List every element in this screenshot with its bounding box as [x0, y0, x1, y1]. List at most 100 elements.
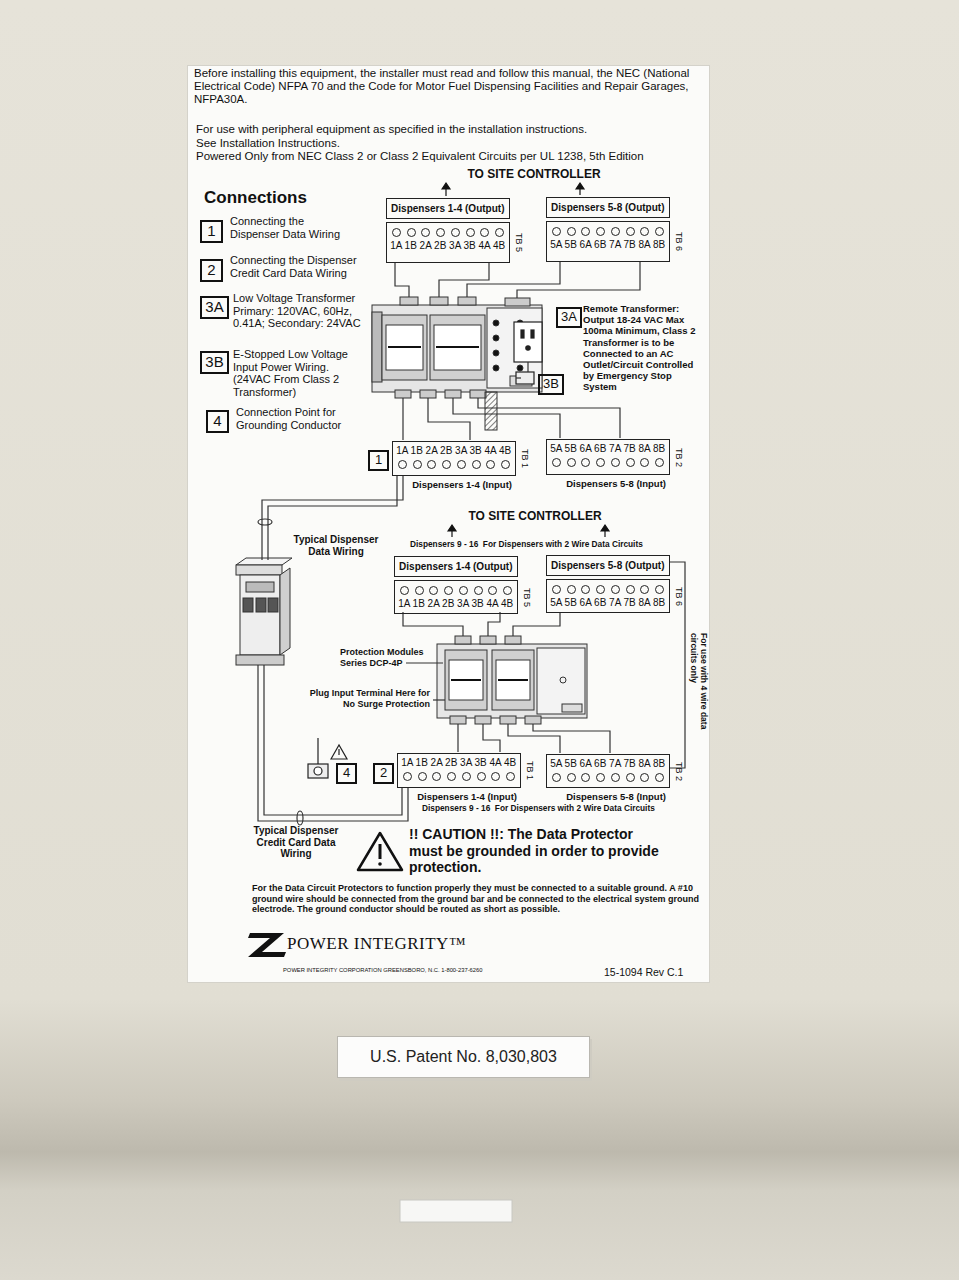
dispenser-drawing	[236, 558, 292, 665]
dispenser-side	[280, 568, 290, 655]
notice-text: Before installing this equipment, the in…	[194, 67, 706, 106]
terminal-screw-row	[397, 586, 515, 595]
callout-box: 3B	[538, 374, 564, 395]
callout-number: 4	[343, 765, 350, 781]
module-window	[496, 660, 530, 700]
terminal-strip: 5A 5B 6A 6B 7A 7B 8A 8B	[546, 754, 670, 788]
module-body	[372, 305, 542, 392]
screw-terminal	[444, 586, 453, 595]
terminal-block-id: TB 5	[513, 233, 524, 252]
screw-terminal	[459, 586, 468, 595]
terminal-group-title: Dispensers 5-8 (Output)	[551, 556, 664, 575]
ground-rod	[317, 738, 318, 764]
wire	[403, 612, 463, 636]
dispenser-body	[240, 575, 280, 655]
terminal-screw-row	[395, 460, 513, 469]
screw-terminal	[432, 772, 441, 781]
dispenser-base	[236, 655, 284, 665]
patent-label: U.S. Patent No. 8,030,803	[337, 1036, 590, 1078]
screw-terminal	[480, 228, 489, 237]
screw-terminal	[436, 228, 445, 237]
screw-terminal	[398, 460, 407, 469]
terminal-block-id: TB 1	[524, 761, 535, 780]
wire	[453, 398, 560, 438]
document-number: 15-1094 Rev C.1	[604, 966, 704, 978]
callout-number: 1	[375, 452, 382, 468]
terminal-block: Dispensers 1-4 (Output)1A 1B 2A 2B 3A 3B…	[386, 198, 526, 263]
wire	[488, 612, 500, 636]
connector	[445, 390, 461, 398]
terminal-screw-row	[549, 773, 667, 782]
wire	[402, 398, 403, 440]
callout-box: 3B	[200, 351, 229, 374]
top-protector-module	[372, 297, 542, 430]
terminal-block: 1A 1B 2A 2B 3A 3B 4A 4BDispensers 1-4 (I…	[392, 441, 532, 492]
wire	[516, 377, 521, 378]
connector	[430, 297, 448, 305]
callout-box: 2	[200, 259, 223, 282]
indicator-dot	[493, 335, 499, 341]
terminal-block: Dispensers 5-8 (Output) 5A 5B 6A 6B 7A 7B…	[546, 197, 686, 262]
transformer-note: Remote Transformer: Output 18-24 VAC Max…	[583, 303, 707, 336]
wiring-label: Typical Dispenser Data Wiring	[288, 534, 384, 557]
screw-terminal	[477, 772, 486, 781]
indicator-dot	[493, 320, 499, 326]
terminal-header-box: Dispensers 1-4 (Output)	[386, 198, 510, 219]
callout-number: 3B	[543, 376, 559, 392]
callout-number: 4	[213, 412, 221, 430]
screw-terminal	[403, 772, 412, 781]
section-heading: Connections	[204, 188, 364, 208]
terminal-block-id: TB 6	[673, 232, 684, 251]
terminal-block-id: TB 6	[673, 587, 684, 606]
indicator-dot	[493, 365, 499, 371]
callout-number: 2	[380, 765, 387, 781]
display	[246, 582, 274, 592]
screw-terminal	[626, 458, 635, 467]
data-wire	[262, 475, 403, 560]
callout-description: Connection Point for Grounding Conductor	[236, 406, 354, 431]
callout-number: 3A	[561, 309, 577, 325]
callout-number: 3B	[205, 353, 223, 371]
screw-terminal	[407, 228, 416, 237]
screw-terminal	[447, 772, 456, 781]
part-label: Protection Modules Series DCP-4P	[340, 647, 435, 668]
screw-terminal	[451, 228, 460, 237]
transformer-plug	[516, 372, 534, 384]
terminal-group-title: Dispensers 5-8 (Output)	[551, 198, 664, 217]
screw-terminal	[655, 227, 664, 236]
part-label: Plug Input Terminal Here for No Surge Pr…	[300, 688, 430, 709]
outlet-slot	[521, 330, 524, 338]
terminal-block: 1A 1B 2A 2B 3A 3B 4A 4BDispensers 1-4 (I…	[397, 753, 537, 804]
wiring-label: Typical Dispenser Credit Card Data Wirin…	[250, 825, 342, 860]
connector	[458, 297, 476, 305]
screw-terminal	[567, 227, 576, 236]
outlet-ground-hole	[526, 346, 530, 350]
blank-tag	[400, 1200, 512, 1222]
module-bar	[498, 679, 528, 681]
connector	[455, 636, 471, 644]
terminal-screw-row	[549, 227, 667, 236]
patent-text: U.S. Patent No. 8,030,803	[370, 1047, 557, 1067]
screw-terminal	[415, 586, 424, 595]
bottom-protector-module	[437, 636, 587, 724]
terminal-strip: 5A 5B 6A 6B 7A 7B 8A 8B	[546, 221, 670, 262]
module-bar	[388, 346, 421, 348]
connector	[470, 390, 486, 398]
ground-lug	[308, 764, 328, 778]
screw-terminal	[495, 228, 504, 237]
wire	[428, 398, 470, 440]
pin-names: 5A 5B 6A 6B 7A 7B 8A 8B	[550, 597, 665, 609]
screw-terminal	[640, 227, 649, 236]
screw-terminal	[655, 773, 664, 782]
screw-terminal	[466, 228, 475, 237]
nozzle	[256, 598, 266, 612]
wire	[517, 262, 640, 298]
protection-module	[382, 315, 427, 380]
terminal-group-title: Dispensers 1-4 (Output)	[399, 557, 512, 576]
wire	[533, 724, 610, 753]
screw-terminal	[472, 460, 481, 469]
brand-logo-mark	[248, 933, 286, 957]
screw-terminal	[506, 772, 515, 781]
screw-terminal	[552, 458, 561, 467]
